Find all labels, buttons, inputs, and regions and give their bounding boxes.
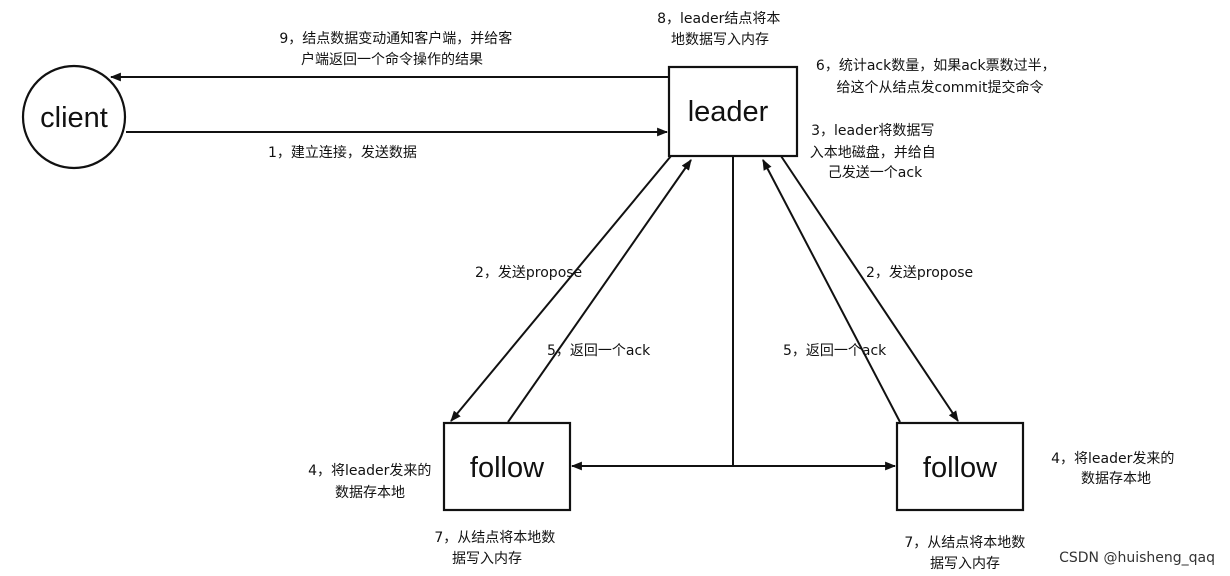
node-leader: leader [667,65,799,158]
follower-left-label: follow [470,452,545,484]
annotations: 1，建立连接，发送数据 2，发送propose 2，发送propose 3，le… [268,11,1179,572]
step3-line-3: 己发送一个ack [828,165,923,181]
step8-line-2: 地数据写入内存 [671,32,769,48]
step4-right-text: 4，将leader发来的 数据存本地 [1051,451,1179,487]
step4-left-line-2: 数据存本地 [335,485,405,501]
step4-left-text: 4，将leader发来的 数据存本地 [308,463,436,501]
step7-right-line-2: 据写入内存 [930,556,1000,572]
step7-left-line-2: 据写入内存 [452,551,522,567]
step6-line-1: 6，统计ack数量，如果ack票数过半， [816,58,1056,74]
connectors [109,72,959,471]
arrow-ack-left [507,159,692,423]
step2-left-text: 2，发送propose [475,265,582,281]
step8-text: 8，leader结点将本 地数据写入内存 [657,11,785,48]
step5-left-text: 5，返回一个ack [547,343,651,359]
step1-text: 1，建立连接，发送数据 [268,144,417,161]
node-client: client [21,64,127,170]
watermark-text: CSDN @huisheng_qaq [1059,550,1215,566]
step3-text: 3，leader将数据写 入本地磁盘，并给自 己发送一个ack [810,123,940,181]
step3-line-2: 入本地磁盘，并给自 [810,144,936,161]
leader-label: leader [688,96,769,128]
step4-left-line-1: 4，将leader发来的 [308,463,431,479]
step4-right-line-2: 数据存本地 [1081,471,1151,487]
arrow-propose-left [450,155,672,422]
arrow-propose-right [780,155,959,422]
step9-line-2: 户端返回一个命令操作的结果 [301,51,483,68]
follower-right-label: follow [923,452,998,484]
node-follower-right: follow [895,421,1025,512]
step7-right-text: 7，从结点将本地数 据写入内存 [904,535,1029,572]
node-follower-left: follow [442,421,572,512]
step5-right-text: 5，返回一个ack [783,343,887,359]
step7-right-line-1: 7，从结点将本地数 [904,535,1025,551]
step3-line-1: 3，leader将数据写 [811,123,934,139]
step9-text: 9，结点数据变动通知客户端，并给客 户端返回一个命令操作的结果 [279,30,516,68]
step4-right-line-1: 4，将leader发来的 [1051,451,1174,467]
arrow-ack-right [762,159,901,423]
step9-line-1: 9，结点数据变动通知客户端，并给客 [279,30,512,47]
step2-right-text: 2，发送propose [866,265,973,281]
step7-left-line-1: 7，从结点将本地数 [434,530,555,546]
step8-line-1: 8，leader结点将本 [657,11,780,27]
step6-line-2: 给这个从结点发commit提交命令 [837,79,1044,96]
step7-left-text: 7，从结点将本地数 据写入内存 [434,530,559,567]
step6-text: 6，统计ack数量，如果ack票数过半， 给这个从结点发commit提交命令 [816,58,1060,96]
client-label: client [40,102,108,134]
